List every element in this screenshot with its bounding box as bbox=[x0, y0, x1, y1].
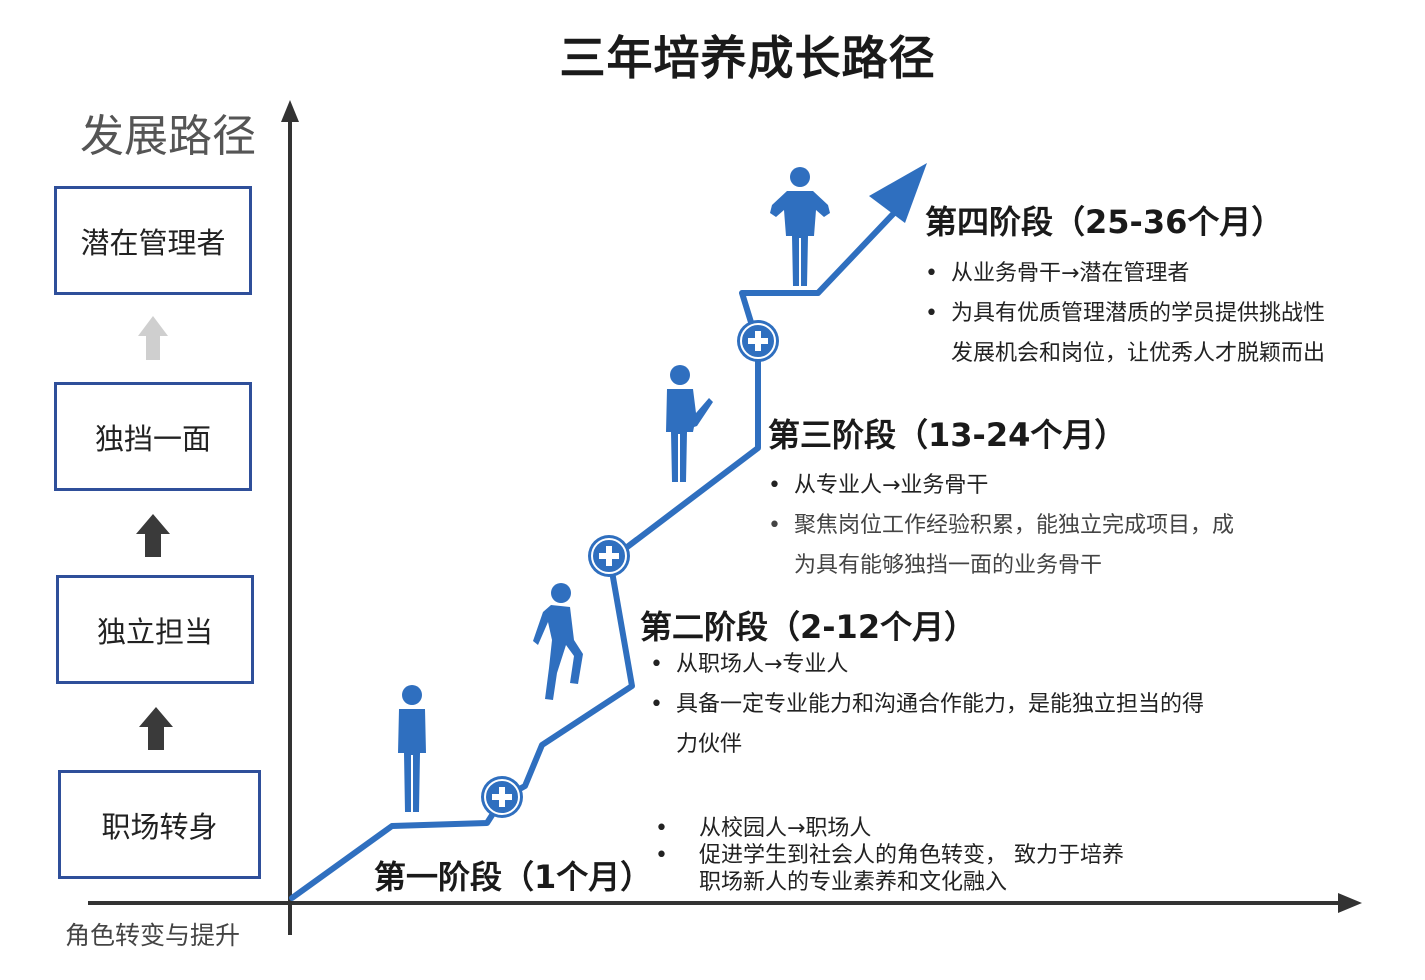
stage-2-bullet: 具备一定专业能力和沟通合作能力，是能独立担当的得力伙伴 bbox=[650, 685, 1220, 765]
role-label: 独挡一面 bbox=[94, 421, 211, 456]
stage-3-bullets: 从专业人→业务骨干 聚焦岗位工作经验积累，能独立完成项目，成为具有能够独挡一面的… bbox=[768, 466, 1238, 586]
dark-up-arrow-icon bbox=[139, 707, 173, 750]
y-axis-label: 发展路径 bbox=[80, 111, 256, 162]
role-box-independent-lead: 独挡一面 bbox=[54, 382, 252, 491]
role-box-independent-responsibility: 独立担当 bbox=[56, 575, 254, 684]
stage-4-bullet: 为具有优质管理潜质的学员提供挑战性发展机会和岗位，让优秀人才脱颖而出 bbox=[925, 294, 1335, 374]
stage-4-title: 第四阶段（25-36个月） bbox=[925, 203, 1284, 241]
stage-2-bullet: 从职场人→专业人 bbox=[650, 645, 1220, 685]
role-label: 职场转身 bbox=[101, 809, 218, 844]
stage-2-bullets: 从职场人→专业人 具备一定专业能力和沟通合作能力，是能独立担当的得力伙伴 bbox=[650, 645, 1220, 765]
growth-path-line bbox=[289, 209, 898, 901]
role-up-arrows bbox=[136, 316, 173, 750]
pointing-person-icon bbox=[666, 365, 713, 482]
stage-4-bullets: 从业务骨干→潜在管理者 为具有优质管理潜质的学员提供挑战性发展机会和岗位，让优秀… bbox=[925, 254, 1335, 374]
plus-circle-icon bbox=[588, 535, 630, 577]
stage-2-title: 第二阶段（2-12个月） bbox=[640, 608, 977, 646]
stage-4-bullet: 从业务骨干→潜在管理者 bbox=[925, 254, 1335, 294]
axes bbox=[88, 100, 1362, 935]
role-label: 独立担当 bbox=[96, 614, 213, 649]
role-box-potential-manager: 潜在管理者 bbox=[54, 186, 252, 295]
stage-3-bullet: 聚焦岗位工作经验积累，能独立完成项目，成为具有能够独挡一面的业务骨干 bbox=[768, 506, 1238, 586]
arms-out-person-icon bbox=[770, 167, 830, 286]
stage-1-title: 第一阶段（1个月） bbox=[374, 858, 653, 896]
stage-3-bullet: 从专业人→业务骨干 bbox=[768, 466, 1238, 506]
growth-arrowhead-icon bbox=[869, 163, 927, 223]
stage-1-bullet: 从校园人→职场人 bbox=[655, 815, 1125, 842]
stage-1-bullets: 从校园人→职场人 促进学生到社会人的角色转变， 致力于培养职场新人的专业素养和文… bbox=[655, 815, 1125, 896]
standing-person-icon bbox=[398, 685, 426, 812]
plus-circle-icon bbox=[481, 776, 523, 818]
dark-up-arrow-icon bbox=[136, 514, 170, 557]
role-label: 潜在管理者 bbox=[80, 225, 226, 260]
light-up-arrow-icon bbox=[138, 316, 168, 360]
x-axis-arrowhead-icon bbox=[1338, 893, 1362, 913]
walking-person-icon bbox=[533, 583, 583, 700]
page-title: 三年培养成长路径 bbox=[559, 31, 936, 85]
x-axis-label: 角色转变与提升 bbox=[65, 921, 241, 950]
y-axis-arrowhead-icon bbox=[281, 100, 299, 122]
plus-circle-icon bbox=[737, 320, 779, 362]
stage-3-title: 第三阶段（13-24个月） bbox=[768, 416, 1127, 454]
stage-1-bullet: 促进学生到社会人的角色转变， 致力于培养职场新人的专业素养和文化融入 bbox=[655, 842, 1125, 896]
role-box-career-transition: 职场转身 bbox=[58, 770, 261, 879]
